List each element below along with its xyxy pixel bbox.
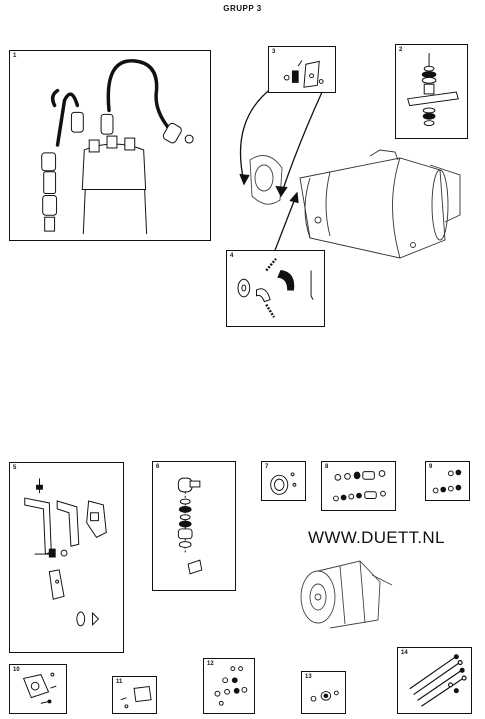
website-watermark: WWW.DUETT.NL <box>308 528 445 547</box>
panel-number: 9 <box>429 464 433 470</box>
terminal-parts-drawing <box>283 60 324 88</box>
cover-plate-drawing <box>120 685 152 709</box>
panel-12: 12 <box>203 658 255 714</box>
seal-ring-drawing <box>270 472 297 495</box>
spacer-drawing <box>310 690 339 702</box>
panel-3: 3 <box>268 46 336 93</box>
panel-11: 11 <box>112 676 157 714</box>
panel-number: 4 <box>230 253 234 259</box>
bracket-drawing <box>249 155 283 205</box>
alternator-drawing <box>300 560 393 629</box>
panel-7: 7 <box>261 461 306 501</box>
panel-13: 13 <box>301 671 346 714</box>
mounting-parts-drawing <box>407 53 459 127</box>
bracket-set-drawing <box>24 478 107 627</box>
panel-14: 14 <box>397 647 472 714</box>
brush-parts-drawing <box>237 258 314 318</box>
panel-10: 10 <box>9 664 67 714</box>
nut-set-drawing <box>214 666 248 706</box>
panel-number: 13 <box>305 674 312 680</box>
panel-number: 11 <box>116 679 123 685</box>
long-bolt-set-drawing <box>409 654 467 707</box>
panel-number: 14 <box>401 650 408 656</box>
panel-9: 9 <box>425 461 470 501</box>
panel-number: 5 <box>13 465 17 471</box>
panel-number: 10 <box>13 667 20 673</box>
panel-6: 6 <box>152 461 236 591</box>
panel-5: 5 <box>9 462 124 653</box>
panel-number: 6 <box>156 464 160 470</box>
panel-number: 1 <box>13 53 17 59</box>
panel-number: 2 <box>399 47 403 53</box>
flange-plate-drawing <box>22 672 57 704</box>
panel-number: 8 <box>325 464 329 470</box>
leader-arrows <box>239 87 324 259</box>
washer-set-drawing <box>432 469 462 494</box>
panel-8: 8 <box>321 461 396 511</box>
panel-1: 1 <box>9 50 211 241</box>
bush-set-drawing <box>333 470 386 502</box>
panel-number: 12 <box>207 661 214 667</box>
page-title: GRUPP 3 <box>223 4 262 13</box>
panel-number: 3 <box>272 49 276 55</box>
panel-2: 2 <box>395 44 468 139</box>
panel-4: 4 <box>226 250 325 327</box>
ignition-leads-drawing <box>41 59 194 235</box>
switch-assembly-drawing <box>177 477 203 575</box>
panel-number: 7 <box>265 464 269 470</box>
starter-motor-drawing <box>299 149 461 259</box>
